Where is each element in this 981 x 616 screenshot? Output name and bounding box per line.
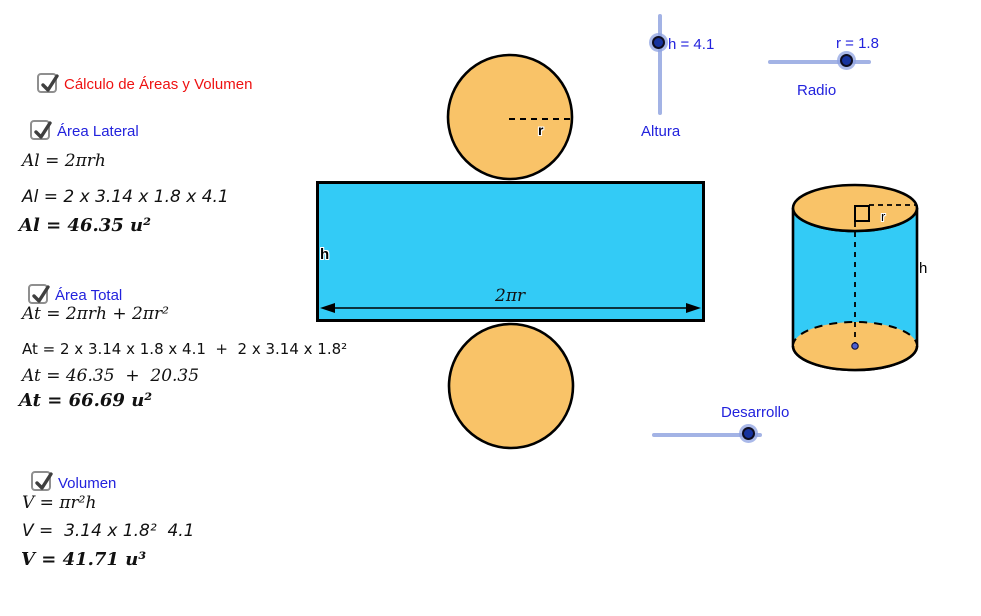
net-height-label: h xyxy=(320,246,330,263)
v-formula: V = πr²h xyxy=(22,493,97,513)
cylinder-bottom-front-edge xyxy=(791,345,919,372)
cylinder-radius-label: r xyxy=(881,209,886,224)
altura-slider-value: h = 4.1 xyxy=(668,36,715,53)
net-radius-label: r xyxy=(538,122,544,138)
al-substitution: Al = 2 x 3.14 x 1.8 x 4.1 xyxy=(22,187,229,207)
al-result: Al = 46.35 u² xyxy=(19,215,152,236)
net-top-circle xyxy=(446,53,574,181)
altura-slider-knob[interactable] xyxy=(651,35,665,49)
radio-slider-label: Radio xyxy=(797,82,837,99)
at-formula: At = 2πrh + 2πr² xyxy=(22,304,169,324)
area-total-checkbox[interactable] xyxy=(28,284,50,304)
at-result: At = 66.69 u² xyxy=(19,390,153,411)
checkmark-icon xyxy=(34,121,52,139)
net-lateral-rectangle xyxy=(316,181,705,322)
al-formula: Al = 2πrh xyxy=(22,151,106,171)
altura-slider-label: Altura xyxy=(641,123,681,140)
volumen-label: Volumen xyxy=(58,475,117,492)
checkmark-icon xyxy=(41,74,59,92)
altura-slider-track[interactable] xyxy=(658,14,662,115)
desarrollo-slider-track[interactable] xyxy=(652,433,762,437)
radio-slider-track[interactable] xyxy=(768,60,871,64)
net-circumference-label: 2πr xyxy=(495,286,526,306)
volumen-checkbox[interactable] xyxy=(31,471,53,491)
at-partial: At = 46.35 + 20.35 xyxy=(22,366,200,386)
desarrollo-slider-knob[interactable] xyxy=(741,426,755,440)
checkmark-icon xyxy=(32,285,50,303)
area-lateral-checkbox[interactable] xyxy=(30,120,52,140)
radio-slider-knob[interactable] xyxy=(839,53,853,67)
area-lateral-label: Área Lateral xyxy=(57,123,139,140)
cylinder-height-label: h xyxy=(919,260,928,277)
cylinder-center-point xyxy=(851,342,859,350)
cylinder-3d-drawing xyxy=(791,183,919,372)
net-bottom-circle xyxy=(447,322,575,450)
radio-slider-value: r = 1.8 xyxy=(836,35,879,52)
desarrollo-slider-label: Desarrollo xyxy=(721,404,790,421)
checkmark-icon xyxy=(35,472,53,490)
v-substitution: V = 3.14 x 1.8² 4.1 xyxy=(22,521,195,541)
title-label: Cálculo de Áreas y Volumen xyxy=(64,76,253,93)
title-checkbox[interactable] xyxy=(37,73,59,93)
cylinder-net-drawing xyxy=(316,53,705,450)
area-total-label: Área Total xyxy=(55,287,123,304)
v-result: V = 41.71 u³ xyxy=(21,549,147,570)
right-angle-marker xyxy=(854,205,870,222)
circumference-arrow xyxy=(320,303,701,313)
at-substitution: At = 2 x 3.14 x 1.8 x 4.1 + 2 x 3.14 x 1… xyxy=(22,340,348,358)
